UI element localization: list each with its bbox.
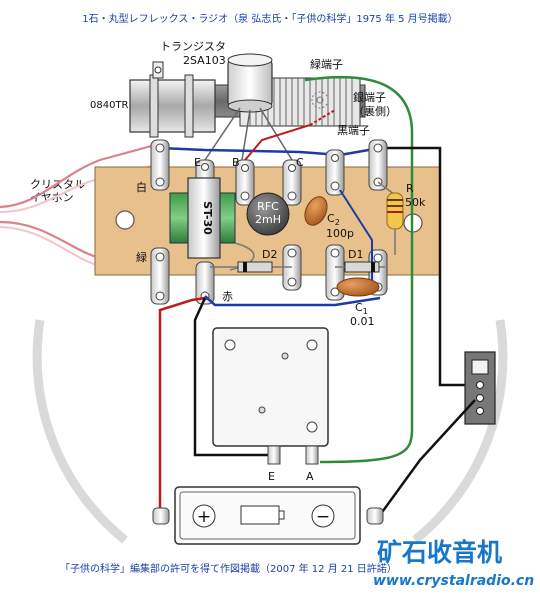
transistor-top [227,53,273,67]
d2-body [237,261,273,273]
power-switch [464,351,496,425]
varicap-pin-bottom [258,406,266,414]
white-lead-label: 白 [136,180,147,194]
blue-wire-bottom [204,295,381,307]
varicap-screw-tr [306,339,318,351]
earphone-wire-1 [0,143,156,209]
silver-terminal-label: 銀端子 [353,90,386,104]
pin-c-label: C [296,156,304,169]
lug [150,247,170,305]
silver-terminal-note: （裏側） [353,104,397,118]
battery-case-inner [179,491,356,540]
c2-value: 100p [326,227,354,240]
battery-lug-left [152,507,170,525]
bobbin-flange-left [149,74,159,138]
lug [325,149,345,196]
varicap-lug-e [267,445,281,465]
d2-label: D2 [262,248,277,261]
transformer-frame [187,177,221,259]
c1-name: C1 [355,301,368,316]
green-terminal-label: 緑端子 [310,57,343,71]
silver-terminal-hole [316,96,324,104]
silver-terminal-back [311,91,329,109]
pin-b-label: B [232,156,240,169]
d1-label: D1 [348,248,363,261]
battery-minus-sign: − [316,507,330,527]
d1-body [344,261,380,273]
red-wire-battery [158,296,206,515]
black-wire-right [380,146,470,387]
lug [195,261,215,305]
blue-wire-top [159,146,381,157]
transistor-part-number: 2SA103 [183,54,226,67]
black-wire-switch-battery [378,399,476,516]
variable-capacitor [212,327,329,465]
battery-lug-right [366,507,384,525]
site-logo: 矿石收音机 [377,538,502,567]
green-lead-label: 緑 [136,250,147,264]
page-title: 1石・丸型レフレックス・ラジオ（泉 弘志氏・「子供の科学」1975 年 5 月号… [82,12,457,25]
rfc-body [246,192,290,236]
varicap-screw-br [306,421,318,433]
varicap-pin-top [281,352,289,360]
red-lead-label: 赤 [222,290,233,303]
battery-holder: + − [152,486,384,545]
capacitor-c1 [336,277,380,297]
lug [282,159,302,206]
case-outline-right [412,319,508,544]
varicap-e-label: E [268,470,275,483]
battery-plus-terminal [192,504,216,528]
c2-name: C2 [327,212,340,227]
site-url: www.crystalradio.cn [373,573,534,589]
black-terminal-label: 黒端子 [337,124,370,137]
transformer-label: ST-30 [201,201,214,235]
resistor-r [377,181,404,255]
c1-value: 0.01 [350,315,375,328]
switch-knob [471,359,489,375]
capacitor-c2 [304,196,328,226]
varicap-a-label: A [306,470,314,483]
rfc-name: RFC [257,200,279,213]
footer-credit: 「子供の科学」編集部の許可を得て作図掲載（2007 年 12 月 21 日許諾） [60,562,397,575]
black-wire-vc [193,297,275,457]
transformer-st30: ST-30 [169,177,255,271]
varicap-lug-a [305,445,319,465]
blue-wire-board [339,189,373,290]
diode-d2 [210,261,292,273]
battery-plus-sign: + [197,507,211,527]
battery-minus-terminal [311,504,335,528]
transistor-body [227,59,273,107]
diode-d1 [335,261,385,273]
r-name: R [406,182,414,195]
varicap-screw-tl [224,339,236,351]
case-outline-left [32,319,128,544]
r-value: 50k [405,196,426,209]
lug [235,159,255,206]
board-mount-hole-left [115,210,135,230]
coil-bobbin [129,79,216,133]
lug [150,139,170,191]
coil-model-label: 0840TR [90,100,129,111]
pin-e-label: E [194,156,201,169]
red-wire-coil [244,124,311,161]
battery-cell-icon [240,505,280,525]
bobbin-flange-right [184,74,194,138]
bobbin-terminal-hole [154,66,162,74]
rf-choke: RFC 2mH [246,192,290,236]
transistor [204,53,293,161]
rfc-value: 2mH [255,213,281,226]
green-wire-right [304,75,414,464]
transistor-title: トランジスタ [160,40,226,53]
